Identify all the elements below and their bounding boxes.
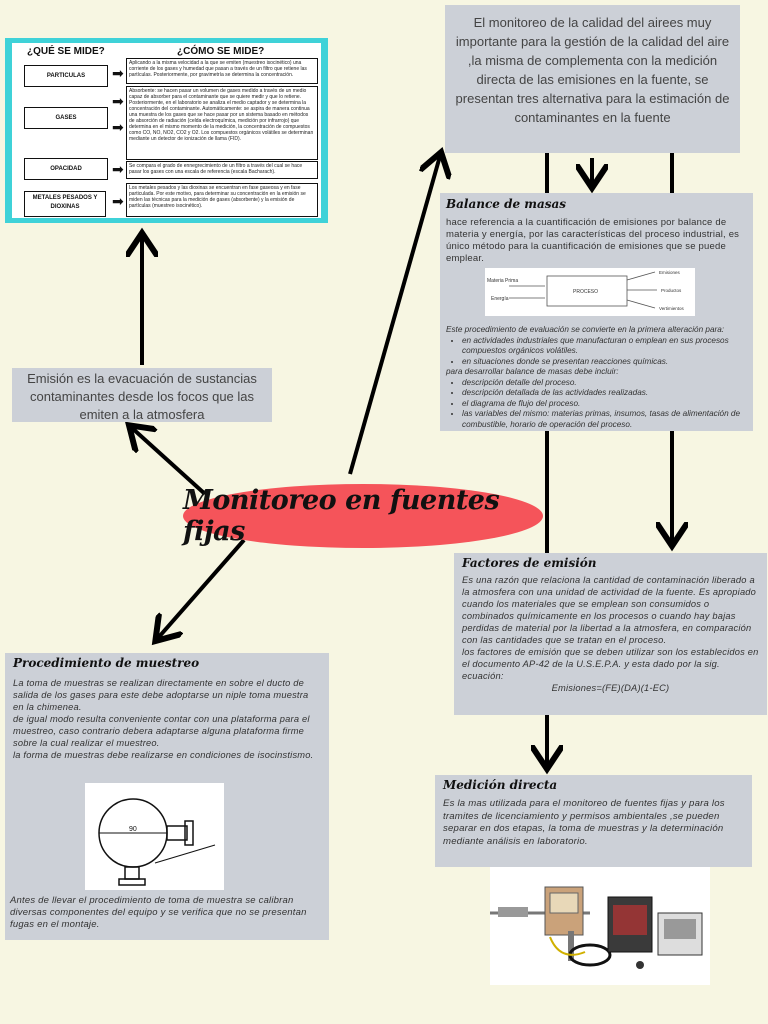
balance-para1: Este procedimiento de evaluación se conv… [446, 325, 725, 334]
como-se-mide-header: ¿CÓMO SE MIDE? [177, 46, 265, 57]
center-title: Monitoreo en fuentes fijas [183, 485, 500, 547]
procedimiento-p3: la forma de muestras debe realizarse en … [13, 750, 314, 760]
balance-title: Balance de masas [446, 197, 567, 211]
process-label: PROCESO [573, 289, 598, 295]
que-se-mide-header: ¿QUÉ SE MIDE? [27, 46, 105, 57]
arrow-right-icon: ➡ [112, 65, 124, 81]
sampling-diagram: 90 [85, 783, 224, 890]
balance-list1-item: en situaciones donde se presentan reacci… [462, 357, 747, 368]
row-label-gases: GASES [24, 107, 108, 129]
intro-box: El monitoreo de la calidad del airees mu… [445, 5, 740, 153]
process-diagram: Materia Prima Energía PROCESO Emisiones … [485, 268, 695, 316]
medicion-directa-box: Medición directa Es la mas utilizada par… [435, 775, 752, 867]
balance-list2-item: el diagrama de flujo del proceso. [462, 399, 747, 410]
input-energia: Energía [491, 296, 509, 302]
factores-equation: Emisiones=(FE)(DA)(1-EC) [551, 683, 670, 693]
procedimiento-title: Procedimiento de muestreo [13, 656, 200, 670]
medicion-text: Es la mas utilizada para el monitoreo de… [443, 798, 725, 847]
equipment-image [490, 867, 710, 985]
procedimiento-p2: de igual modo resulta conveniente contar… [13, 714, 310, 748]
center-title-ellipse: Monitoreo en fuentes fijas [183, 484, 543, 548]
row-text-metales: Los metales pesados y las dioxinas se en… [126, 183, 318, 217]
balance-list2-item: las variables del mismo: materias primas… [462, 409, 747, 430]
procedimiento-p1: La toma de muestras se realizan directam… [13, 678, 309, 712]
output-productos: Productos [661, 288, 682, 293]
output-emisiones: Emisiones [659, 270, 681, 275]
arrow-right-icon: ➡ [112, 193, 124, 209]
medicion-title: Medición directa [443, 778, 558, 792]
input-materia-prima: Materia Prima [487, 278, 518, 284]
balance-list2-item: descripción detallada de las actividades… [462, 388, 747, 399]
arrow-right-icon: ➡ [112, 119, 124, 135]
procedimiento-p4: Antes de llevar el procedimiento de toma… [10, 895, 307, 930]
factores-p1: Es una razón que relaciona la cantidad d… [462, 575, 757, 645]
diagram-90-label: 90 [129, 826, 137, 833]
row-text-gases: Absorbente: se hacen pasar un volumen de… [126, 86, 318, 160]
balance-desc: hace referencia a la cuantificación de e… [446, 217, 740, 264]
balance-masas-box: Balance de masas hace referencia a la cu… [440, 193, 753, 431]
factores-p2: los factores de emisión que se deben uti… [462, 647, 759, 681]
row-text-opacidad: Se compara el grado de ennegrecimiento d… [126, 161, 318, 179]
balance-list1-item: en actividades industriales que manufact… [462, 336, 747, 357]
arrow-to-intro [348, 156, 440, 475]
row-text-particulas: Aplicando a la misma velocidad a la que … [126, 58, 318, 84]
arrow-to-emision [132, 428, 207, 496]
row-label-opacidad: OPACIDAD [24, 158, 108, 180]
que-se-mide-image: ¿QUÉ SE MIDE? ¿CÓMO SE MIDE? PARTICULAS … [5, 38, 328, 223]
row-label-particulas: PARTICULAS [24, 65, 108, 87]
balance-para2: para desarrollar balance de masas debe i… [446, 367, 619, 376]
factores-title: Factores de emisión [462, 556, 597, 570]
row-label-metales: METALES PESADOS Y DIOXINAS [24, 191, 106, 217]
factores-emision-box: Factores de emisión Es una razón que rel… [454, 553, 767, 715]
emision-box: Emisión es la evacuación de sustancias c… [12, 368, 272, 422]
arrow-right-icon: ➡ [112, 93, 124, 109]
balance-list2-item: descripción detalle del proceso. [462, 378, 747, 389]
output-vertimientos: Vertimientos [659, 306, 685, 311]
arrow-right-icon: ➡ [112, 161, 124, 177]
arrow-to-procedimiento [158, 538, 246, 638]
